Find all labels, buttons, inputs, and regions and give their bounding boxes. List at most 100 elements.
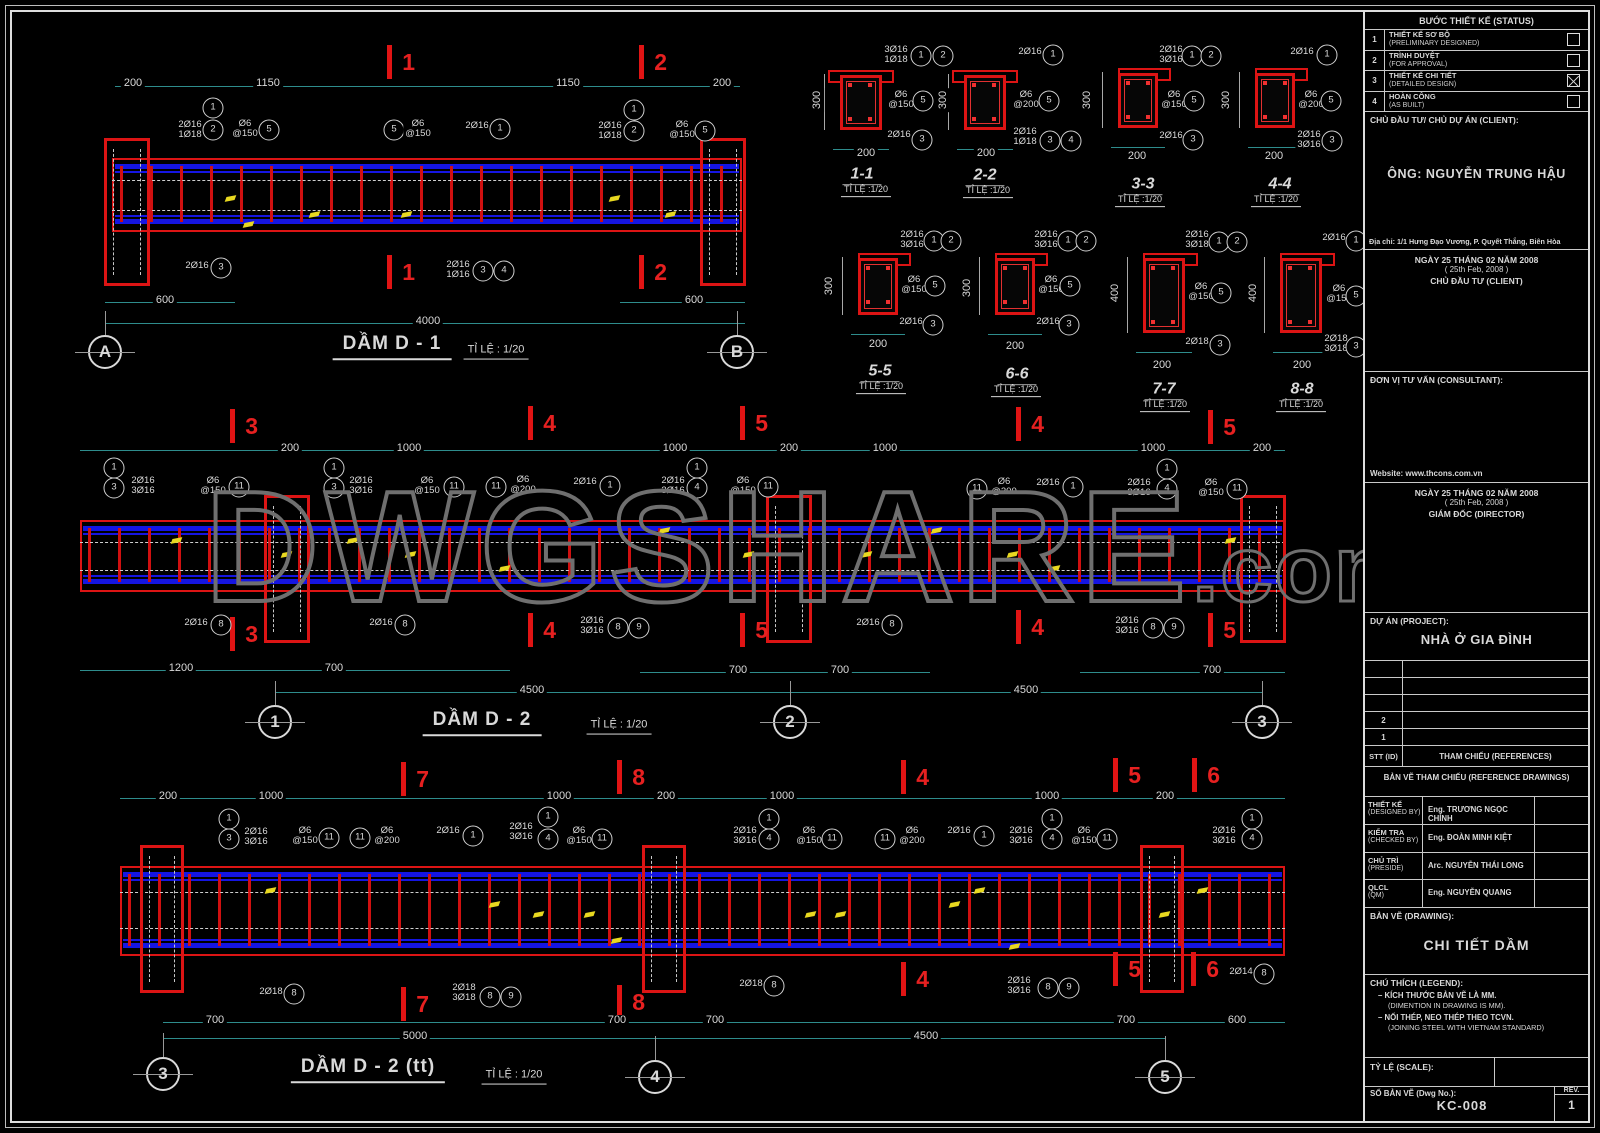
rebar-callout: 2Ø16 [945,824,973,837]
rev-label: REV. [1555,1087,1588,1095]
dim-label: 400 [1247,280,1260,306]
column-block [1240,495,1286,643]
callout-circle: 11 [821,828,843,850]
section-cut-marker: 8 [615,983,645,1021]
status-checkbox-3[interactable] [1566,95,1580,109]
rebar-callout: 2Ø18 [1183,335,1211,348]
dwg-no-value: KC-008 [1436,1098,1488,1113]
callout-circle: 4 [493,260,515,282]
callout-circle: 3 [1209,334,1231,356]
callout-circle: 1 [973,825,995,847]
legend-item: – NỐI THÉP, NEO THÉP THEO TCVN. (JOINING… [1378,1012,1545,1032]
section-scale-label: TỈ LỆ :1/20 [1139,399,1191,412]
callout-circle: 1 [103,457,125,479]
rebar-callout: 2Ø18 [257,985,285,998]
callout-circle: 1 [218,808,240,830]
callout-circle: 4 [1156,478,1178,500]
dim-line [640,672,930,673]
rebar-callout: 2Ø16 [897,315,925,328]
rebar-callout: Ø6@150 [403,117,433,140]
dim-label: 1000 [1031,790,1063,803]
director-sign-section: NGÀY 25 THÁNG 02 NĂM 2008 ( 25th Feb, 20… [1365,483,1588,613]
section-scale-label: TỈ LỆ :1/20 [1250,194,1302,207]
section-name: 1-1 [842,165,882,187]
dim-label: 300 [961,275,974,301]
section-cut-marker: 4 [899,758,929,796]
dim-label: 200 [120,77,146,90]
callout-circle: 1 [1316,44,1338,66]
callout-circle: 5 [1038,90,1060,112]
client-sign-date-en: ( 25th Feb, 2008 ) [1444,265,1509,274]
dim-line [115,86,740,87]
section-cut-marker: 2 [637,253,667,291]
consultant-section: ĐƠN VỊ TƯ VẤN (CONSULTANT): Website: www… [1365,372,1588,483]
dwg-no-label: SỐ BẢN VẼ (Dwg No.): [1370,1089,1457,1098]
rebar-callout: Ø6@150 [198,474,228,497]
consultant-label: ĐƠN VỊ TƯ VẤN (CONSULTANT): [1370,375,1503,385]
callout-circle: 5 [1059,275,1081,297]
callout-circle: 11 [485,476,507,498]
rev-value: 1 [1568,1098,1575,1112]
grid-bubble: 1 [245,681,305,739]
callout-circle: 1 [1241,808,1263,830]
callout-circle: 5 [258,119,280,141]
callout-circle: 11 [318,827,340,849]
callout-circle: 4 [1041,828,1063,850]
dim-label: 300 [1081,87,1094,113]
section-scale-label: TỈ LỆ :1/20 [855,381,907,394]
status-checkbox-1[interactable] [1566,53,1580,67]
section-cut-marker: 6 [1190,756,1220,794]
dim-line [275,692,1262,693]
dim-label: 200 [776,442,802,455]
cross-section-8-8 [1264,253,1335,353]
dim-label: 1000 [255,790,287,803]
callout-circle: 5 [383,119,405,141]
callout-circle: 1 [489,118,511,140]
dim-label: 600 [681,294,707,307]
callout-circle: 11 [966,478,988,500]
beam-title: DẦM D - 1 [332,334,452,360]
scale-label: TỈ LỆ : 1/20 [586,719,652,735]
rebar-callout: 2Ø18 [737,977,765,990]
callout-circle: 8 [1253,963,1275,985]
beam-elevation-d1 [112,158,742,232]
status-row: 2 TRÌNH DUYỆT(FOR APPROVAL) [1365,50,1588,71]
rebar-callout: 2Ø16 [183,259,211,272]
callout-circle: 11 [1096,828,1118,850]
rebar-callout: Ø6@200 [508,473,538,496]
grid-bubble: B [707,311,767,369]
section-cut-marker: 8 [615,758,645,796]
status-checkbox-0[interactable] [1566,33,1580,47]
dim-label: 700 [1113,1014,1139,1027]
callout-circle: 8 [1142,617,1164,639]
legend-section: CHÚ THÍCH (LEGEND): – KÍCH THƯỚC BẢN VẼ … [1365,975,1588,1058]
section-cut-marker: 4 [1014,405,1044,443]
rebar-callout: Ø6@150 [1186,280,1216,303]
callout-circle: 11 [443,476,465,498]
dim-label: 200 [653,790,679,803]
column-block [140,845,184,993]
status-header: BƯỚC THIẾT KẾ (STATUS) [1365,12,1588,30]
cross-section-6-6 [979,253,1048,335]
rebar-callout: Ø6@150 [1159,88,1189,111]
grid-bubble: 3 [133,1033,193,1091]
dim-label: 200 [1249,442,1275,455]
callout-circle: 5 [1320,90,1342,112]
section-scale-label: TỈ LỆ :1/20 [962,185,1014,198]
rebar-callout: 2Ø16 [367,616,395,629]
rebar-callout: 2Ø16 [1157,129,1185,142]
callout-circle: 3 [1345,336,1367,358]
callout-circle: 4 [686,477,708,499]
rebar-callout: Ø6@150 [667,118,697,141]
status-checkbox-2[interactable] [1566,74,1580,88]
dim-label: 200 [1124,150,1150,163]
